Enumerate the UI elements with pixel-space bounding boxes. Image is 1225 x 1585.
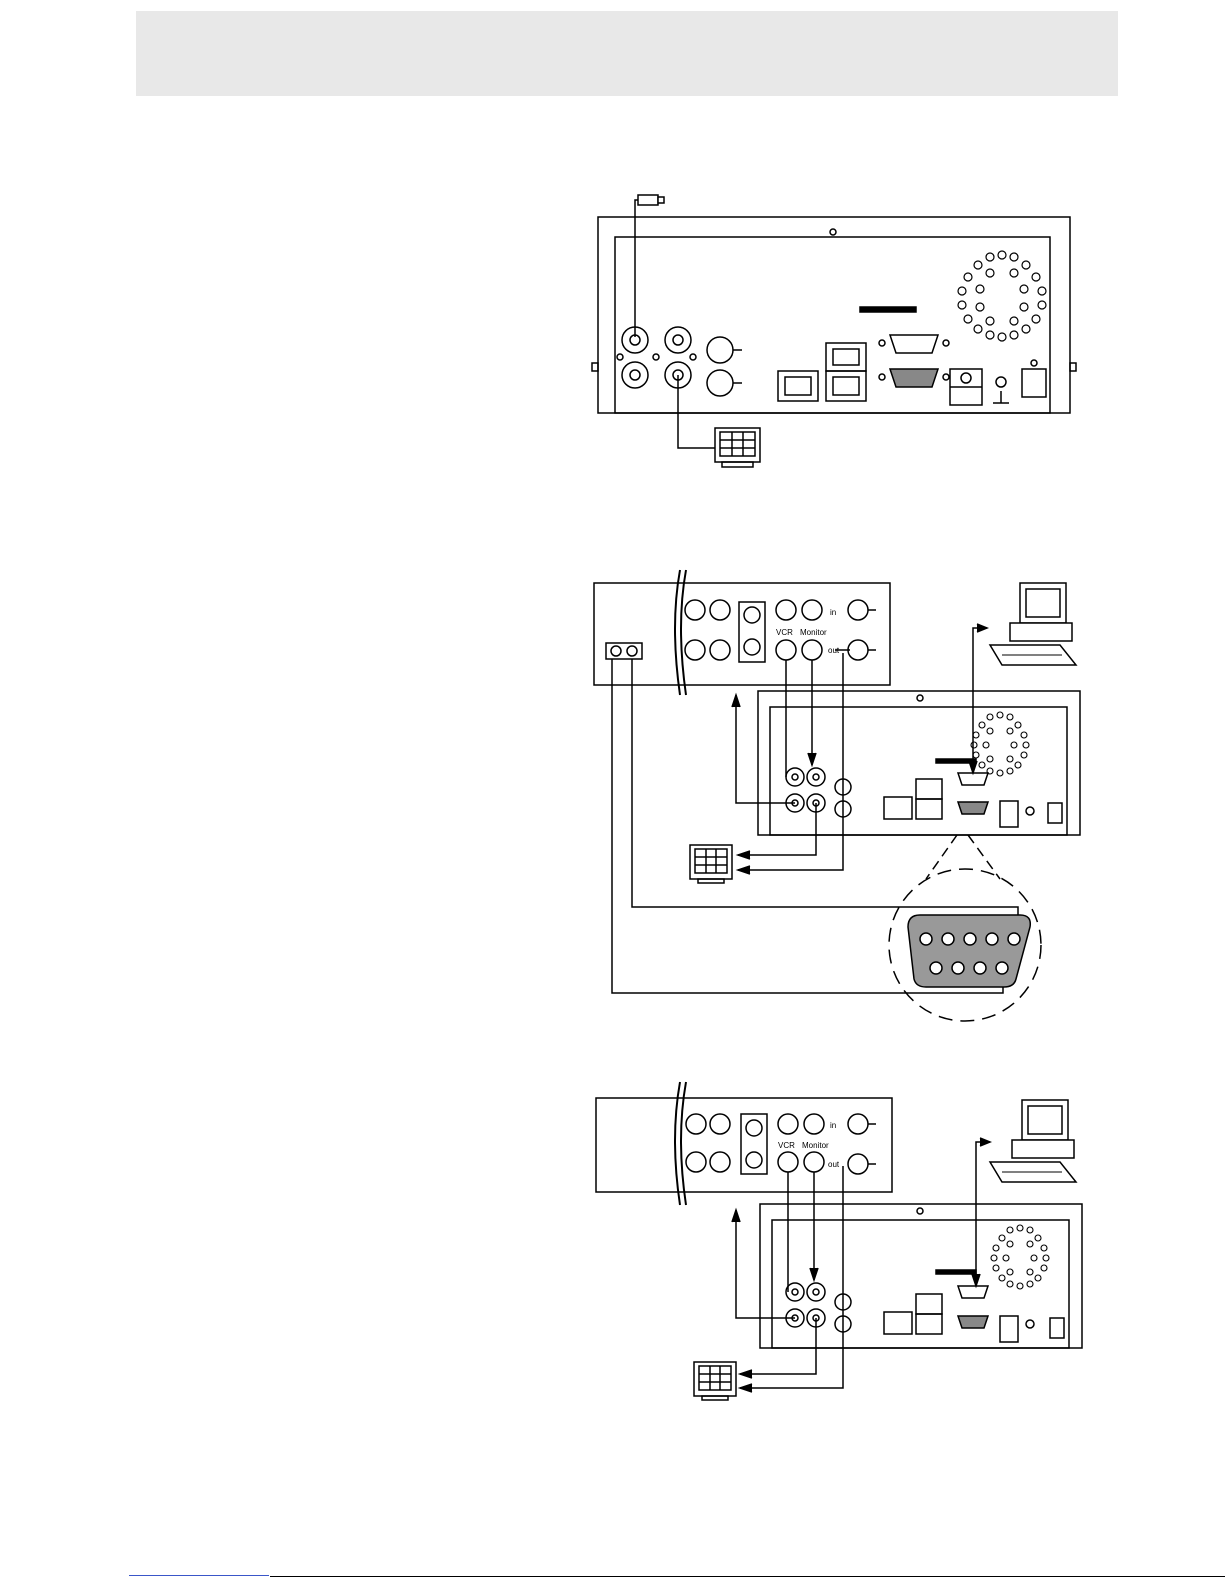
label-in: in (830, 608, 836, 617)
label-vcr: VCR (776, 628, 793, 637)
footer-link-underline[interactable] (129, 1575, 269, 1576)
figure-rear-panel-basic (590, 185, 1090, 485)
computer-icon (990, 583, 1076, 665)
label-out: out (828, 1160, 840, 1169)
header-band (136, 11, 1118, 96)
label-out: out (828, 646, 840, 655)
label-in: in (830, 1121, 836, 1130)
footer-rule (270, 1576, 1225, 1577)
fan-vent (958, 251, 1046, 341)
label-monitor: Monitor (802, 1141, 829, 1150)
monitor-icon (690, 845, 732, 883)
monitor-icon (694, 1362, 736, 1400)
computer-icon (990, 1100, 1076, 1182)
figure-switcher-pc: in out VCR Monitor (590, 1080, 1090, 1415)
label-vcr: VCR (778, 1141, 795, 1150)
switcher-rs232-diagram: in out VCR Monitor (590, 565, 1090, 1030)
label-monitor: Monitor (800, 628, 827, 637)
switcher-pc-diagram: in out VCR Monitor (590, 1080, 1090, 1415)
rear-panel-basic-diagram (590, 185, 1090, 485)
monitor-icon (715, 428, 760, 467)
figure-switcher-rs232: in out VCR Monitor (590, 565, 1090, 1030)
